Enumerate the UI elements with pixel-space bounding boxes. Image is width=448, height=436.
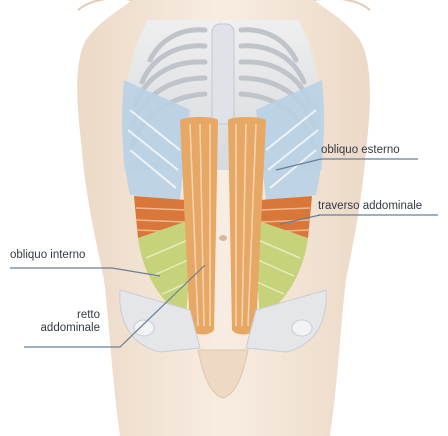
label-retto-line1: retto [30,309,100,322]
navel [219,235,227,241]
label-obliquo-esterno: obliquo esterno [321,144,400,157]
label-retto-line2: addominale [30,322,100,335]
label-obliquo-interno: obliquo interno [10,249,85,262]
label-retto-addominale: retto addominale [30,309,100,335]
label-traverso-addominale: traverso addominale [318,200,422,213]
